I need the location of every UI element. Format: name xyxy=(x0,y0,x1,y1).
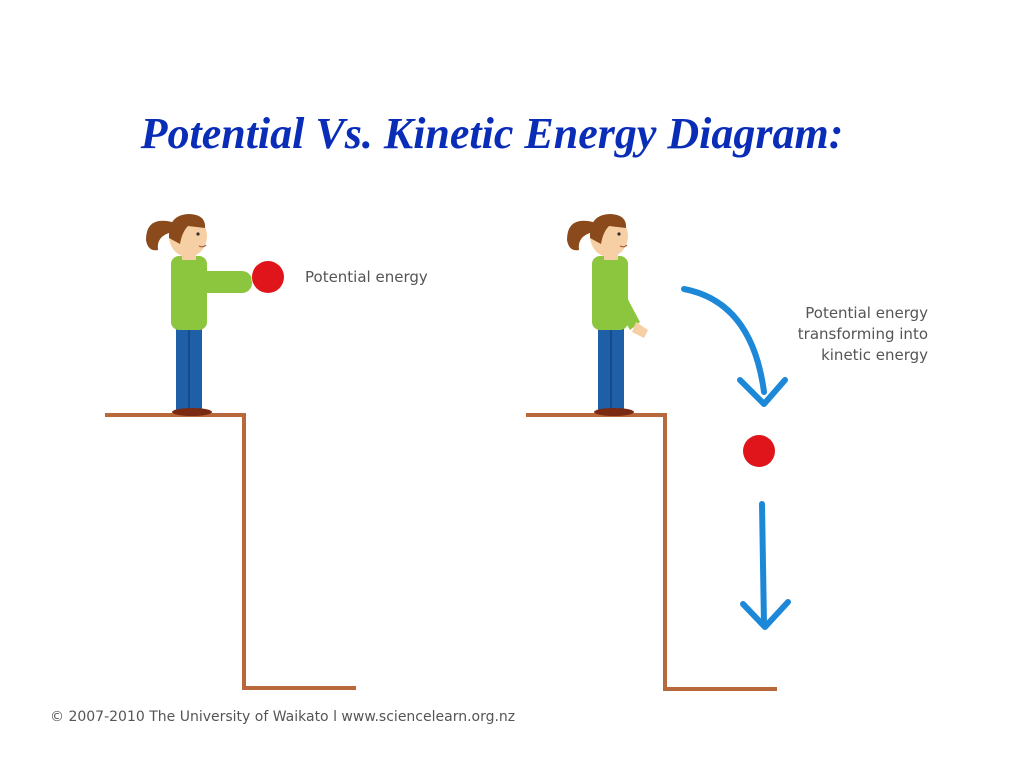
falling-ball xyxy=(743,435,775,467)
left-ball xyxy=(252,261,284,293)
left-scene xyxy=(105,214,356,690)
potential-energy-label: Potential energy xyxy=(305,268,428,286)
right-scene xyxy=(526,214,791,691)
right-girl xyxy=(567,214,648,416)
page-title: Potential Vs. Kinetic Energy Diagram: xyxy=(140,109,844,158)
right-cliff xyxy=(526,413,777,691)
transforming-label-line-1: Potential energy xyxy=(805,304,928,322)
left-cliff xyxy=(105,413,356,690)
left-girl xyxy=(146,214,263,416)
copyright-notice: © 2007-2010 The University of Waikato l … xyxy=(50,709,516,725)
down-arrow-icon xyxy=(740,501,791,630)
curved-arrow-icon xyxy=(681,286,788,407)
transforming-label-line-3: kinetic energy xyxy=(821,346,928,364)
transforming-energy-label: Potential energy transforming into kinet… xyxy=(760,303,928,366)
transforming-label-line-2: transforming into xyxy=(797,325,928,343)
